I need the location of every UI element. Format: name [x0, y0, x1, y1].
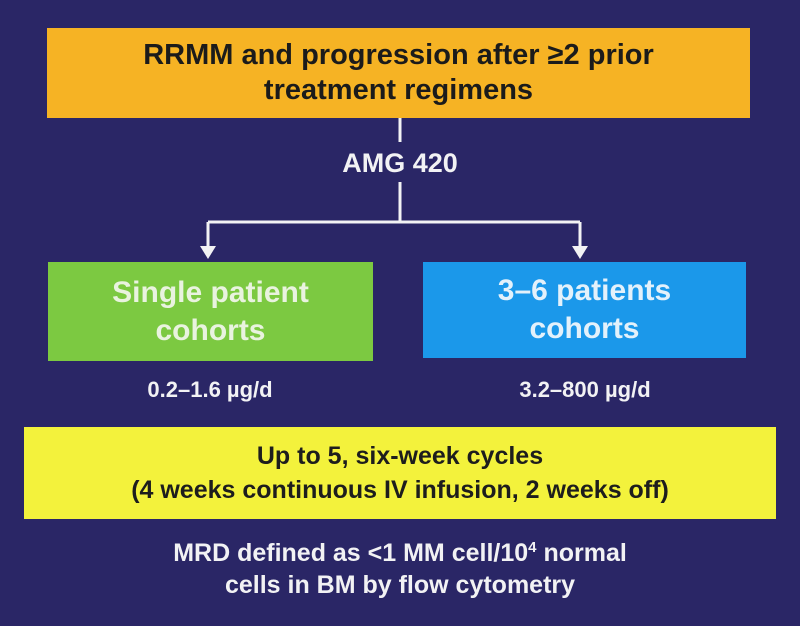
- arrowhead-single: [200, 246, 216, 259]
- single-patient-cohort-box: Single patient cohorts: [48, 262, 373, 361]
- multi-patient-cohort-box: 3–6 patients cohorts: [423, 262, 746, 358]
- arrowhead-multi: [572, 246, 588, 259]
- mrd-line-1: MRD defined as <1 MM cell/104 normal: [50, 537, 750, 569]
- single-cohort-dose: 0.2–1.6 µg/d: [147, 377, 273, 402]
- eligibility-line-1: RRMM and progression after ≥2 prior: [143, 39, 654, 71]
- cycle-line-2: (4 weeks continuous IV infusion, 2 weeks…: [131, 476, 669, 504]
- eligibility-line-2: treatment regimens: [263, 74, 534, 106]
- mrd-line-2: cells in BM by flow cytometry: [224, 571, 576, 599]
- single-cohort-line-2: cohorts: [155, 313, 266, 347]
- cycle-line-1: Up to 5, six-week cycles: [256, 442, 544, 470]
- drug-label: AMG 420: [342, 148, 458, 178]
- single-cohort-line-1: Single patient: [112, 275, 309, 309]
- mrd-line-1-text: MRD defined as <1 MM cell/10: [173, 539, 529, 567]
- multi-cohort-line-1: 3–6 patients: [497, 274, 672, 307]
- treatment-cycle-box: Up to 5, six-week cycles (4 weeks contin…: [24, 427, 776, 519]
- mrd-line-1-tail: normal: [536, 539, 627, 567]
- mrd-exponent: 4: [528, 539, 537, 556]
- multi-cohort-dose: 3.2–800 µg/d: [519, 377, 651, 402]
- eligibility-box: RRMM and progression after ≥2 prior trea…: [47, 28, 750, 118]
- multi-cohort-line-2: cohorts: [529, 312, 640, 345]
- mrd-definition: MRD defined as <1 MM cell/104 normal cel…: [50, 537, 750, 601]
